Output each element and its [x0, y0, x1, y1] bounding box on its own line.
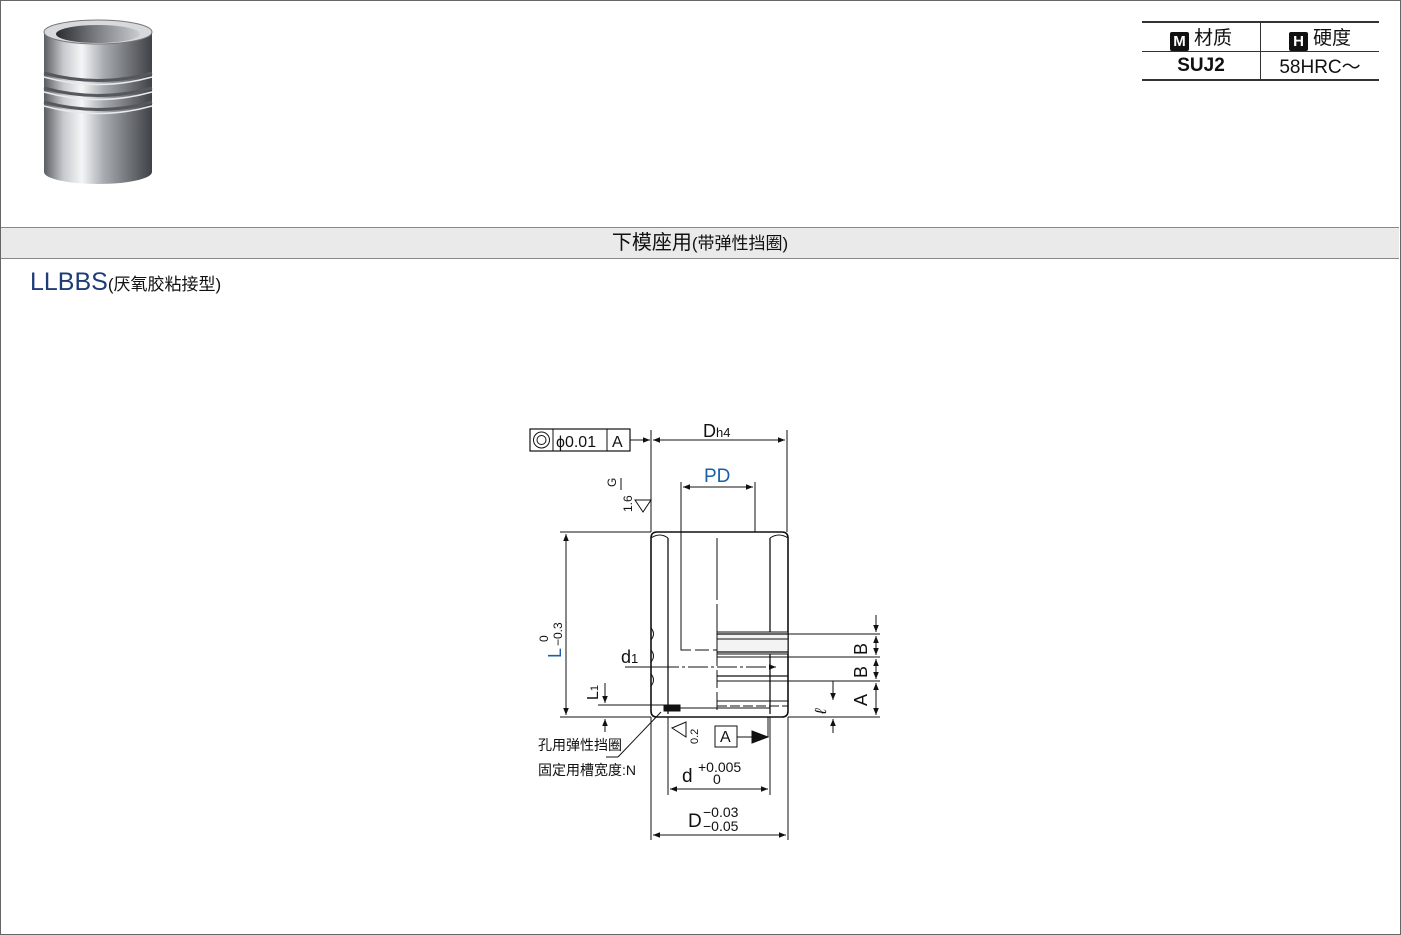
a-dim-label: A: [851, 694, 871, 706]
dd-lower-tol: −0.05: [703, 818, 739, 834]
hardness-key-icon: H: [1288, 32, 1308, 51]
note-line-2: 固定用槽宽度:N: [538, 762, 636, 778]
material-key-icon: M: [1169, 32, 1189, 51]
pd-label: PD: [704, 466, 730, 487]
bushing-section-view: [630, 531, 789, 718]
d1-label: d1: [621, 647, 638, 667]
roughness-symbol-g: G 1.6: [605, 478, 652, 513]
ell-label: ℓ: [813, 708, 830, 715]
note-line-1: 孔用弹性挡圈: [538, 737, 622, 753]
l-label: L: [545, 648, 565, 658]
svg-text:1.6: 1.6: [621, 495, 635, 512]
section-band: 下模座用(带弹性挡圈): [1, 227, 1399, 259]
d-label: d: [682, 766, 693, 787]
b-label-1: B: [851, 643, 871, 655]
l-upper-tol: 0: [537, 635, 551, 642]
concentricity-tolerance-frame: ϕ0.01 A: [529, 428, 650, 452]
hardness-value: 58HRC～: [1260, 51, 1379, 81]
b-label-2: B: [851, 666, 871, 678]
l1-label: L1: [585, 685, 602, 700]
dh4-label: Dh4: [703, 421, 730, 441]
hardness-header-label: 硬度: [1312, 28, 1351, 49]
concentricity-icon: [533, 431, 550, 449]
model-description: (厌氧胶粘接型): [107, 275, 222, 294]
material-header-label: 材质: [1193, 28, 1232, 49]
dd-upper-tol: −0.03: [703, 804, 739, 820]
tolerance-value: ϕ0.01: [556, 434, 596, 451]
model-heading: LLBBS(厌氧胶粘接型): [30, 268, 221, 297]
d-lower-tol: 0: [713, 771, 721, 787]
dd-label: D: [688, 811, 702, 832]
section-subtitle: (带弹性挡圈): [691, 234, 789, 253]
l-lower-tol: −0.3: [551, 622, 565, 646]
datum-a-box: A: [720, 729, 731, 746]
roughness-0-2: 0.2: [689, 729, 701, 744]
section-title: 下模座用: [611, 232, 692, 254]
bushing-product-photo: [43, 19, 153, 184]
d-upper-tol: +0.005: [698, 759, 741, 775]
svg-text:G: G: [605, 478, 619, 487]
datum-ref: A: [612, 434, 623, 451]
model-code: LLBBS: [30, 268, 108, 296]
material-value: SUJ2: [1142, 51, 1261, 81]
